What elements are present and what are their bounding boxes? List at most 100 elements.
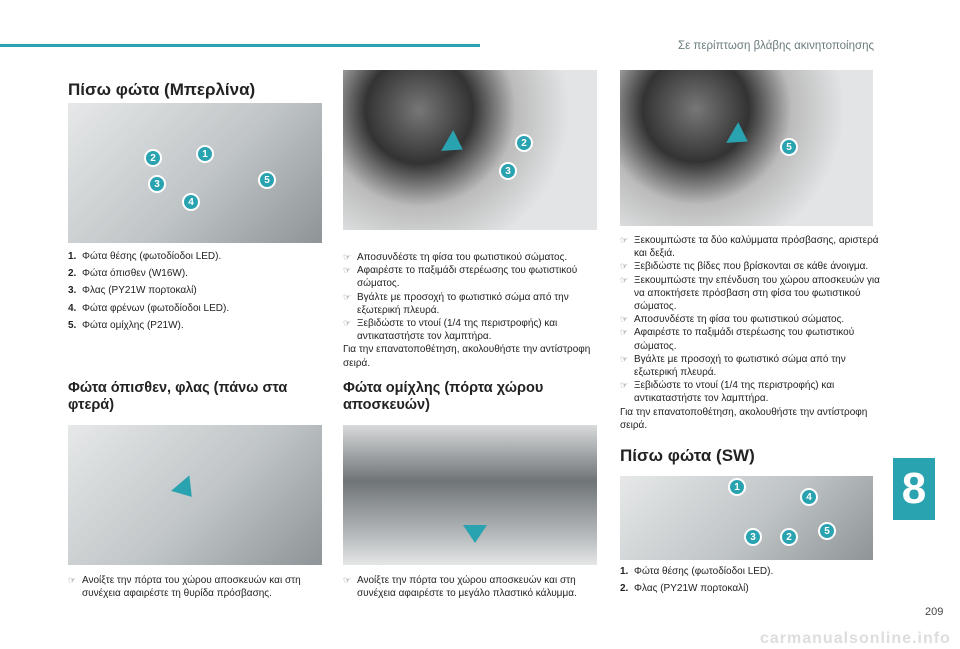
callout-badge: 5 — [258, 171, 276, 189]
item-number: 5. — [68, 319, 77, 331]
pointer-icon: ☞ — [620, 327, 629, 338]
list-item: ☞ Ξεβιδώστε τις βίδες που βρίσκονται σε κ… — [620, 260, 882, 273]
callout-badge: 4 — [182, 193, 200, 211]
chapter-tab: 8 — [893, 458, 935, 520]
list-item: ☞ Ανοίξτε την πόρτα του χώρου αποσκευών κ… — [343, 574, 603, 600]
item-text: Φώτα ομίχλης (P21W). — [82, 319, 184, 331]
step-list: ☞ Ανοίξτε την πόρτα του χώρου αποσκευών κ… — [68, 574, 328, 600]
callout-badge: 3 — [148, 175, 166, 193]
item-text: Ξεβιδώστε τις βίδες που βρίσκονται σε κά… — [634, 261, 869, 273]
boot-access-flap-image — [68, 425, 322, 565]
item-text: Φώτα όπισθεν (W16W). — [82, 268, 188, 280]
item-text: Φώτα θέσης (φωτοδίοδοι LED). — [634, 566, 774, 577]
item-text: Αποσυνδέστε τη φίσα του φωτιστικού σώματ… — [634, 314, 845, 326]
list-item: ☞ Ξεβιδώστε το ντουί (1/4 της περιστροφής… — [343, 317, 603, 343]
rear-light-diagram-image: 1 2 3 4 5 — [68, 103, 322, 243]
header-rule — [0, 44, 480, 47]
callout-badge: 1 — [196, 145, 214, 163]
list-item: ☞ Βγάλτε με προσοχή το φωτιστικό σώμα από… — [620, 353, 882, 379]
item-text: Αποσυνδέστε τη φίσα του φωτιστικού σώματ… — [357, 252, 568, 263]
pointer-icon: ☞ — [343, 291, 352, 302]
item-text: Ξεβιδώστε το ντουί (1/4 της περιστροφής)… — [357, 318, 558, 343]
reassembly-note: Για την επανατοποθέτηση, ακολουθήστε την… — [343, 344, 591, 369]
item-number: 2. — [620, 583, 629, 595]
callout-badge: 3 — [744, 528, 762, 546]
list-item: 2. Φώτα όπισθεν (W16W). — [68, 267, 322, 280]
pointer-icon: ☞ — [343, 575, 352, 585]
pointer-icon: ☞ — [620, 261, 629, 272]
list-item: ☞ Ξεκουμπώστε τα δύο καλύμματα πρόσβασης,… — [620, 234, 882, 260]
item-text: Αφαιρέστε το παξιμάδι στερέωσης του φωτι… — [634, 327, 855, 352]
list-item: ☞ Ανοίξτε την πόρτα του χώρου αποσκευών κ… — [68, 574, 328, 600]
step-list: ☞ Ανοίξτε την πόρτα του χώρου αποσκευών κ… — [343, 574, 603, 600]
list-item: 1. Φώτα θέσης (φωτοδίοδοι LED). — [620, 565, 874, 578]
pointer-icon: ☞ — [343, 265, 352, 276]
arrow-icon — [463, 525, 487, 543]
pointer-icon: ☞ — [620, 353, 629, 364]
bulb-list: 1. Φώτα θέσης (φωτοδίοδοι LED). 2. Φλας (P… — [620, 565, 874, 595]
item-text: Φλας (PY21W πορτοκαλί) — [82, 285, 197, 297]
heading-rear-lights-sw: Πίσω φώτα (SW) — [620, 446, 755, 465]
callout-badge: 4 — [800, 488, 818, 506]
list-item: 5. Φώτα ομίχλης (P21W). — [68, 319, 322, 332]
page-number: 209 — [925, 606, 944, 618]
step-list: ☞ Ξεκουμπώστε τα δύο καλύμματα πρόσβασης,… — [620, 234, 882, 432]
item-number: 1. — [68, 251, 77, 262]
heading-reversing-lights: Φώτα όπισθεν, φλας (πάνω στα φτερά) — [68, 380, 288, 413]
heading-fog-lights: Φώτα ομίχλης (πόρτα χώρου αποσκευών) — [343, 380, 544, 413]
callout-badge: 2 — [144, 149, 162, 167]
item-text: Φώτα θέσης (φωτοδίοδοι LED). — [82, 251, 222, 262]
item-text: Ανοίξτε την πόρτα του χώρου αποσκευών κα… — [82, 575, 301, 600]
arrow-icon — [171, 475, 201, 505]
item-text: Βγάλτε με προσοχή το φωτιστικό σώμα από … — [357, 291, 569, 316]
pointer-icon: ☞ — [620, 274, 629, 285]
callout-badge: 5 — [818, 522, 836, 540]
section-title: Σε περίπτωση βλάβης ακινητοποίησης — [678, 40, 875, 52]
list-item: ☞ Αφαιρέστε το παξιμάδι στερέωσης του φωτ… — [620, 326, 882, 352]
item-number: 1. — [620, 566, 629, 577]
item-text: Ξεβιδώστε το ντουί (1/4 της περιστροφής)… — [634, 380, 835, 405]
watermark: carmanualsonline.info — [760, 630, 951, 647]
pointer-icon: ☞ — [620, 235, 629, 245]
item-text: Αφαιρέστε το παξιμάδι στερέωσης του φωτι… — [357, 265, 578, 290]
item-text: Ξεκουμπώστε την επένδυση του χώρου αποσκ… — [634, 274, 880, 313]
arrow-icon — [726, 122, 754, 152]
item-text: Φώτα φρένων (φωτοδίοδοι LED). — [82, 302, 230, 314]
pointer-icon: ☞ — [68, 575, 77, 585]
item-text: Ανοίξτε την πόρτα του χώρου αποσκευών κα… — [357, 575, 577, 600]
list-item: ☞ Ξεβιδώστε το ντουί (1/4 της περιστροφής… — [620, 379, 882, 405]
list-item: 4. Φώτα φρένων (φωτοδίοδοι LED). — [68, 302, 322, 315]
list-item: 2. Φλας (PY21W πορτοκαλί) — [620, 582, 874, 595]
pointer-icon: ☞ — [620, 380, 629, 391]
heading-rear-lights-sedan: Πίσω φώτα (Μπερλίνα) — [68, 80, 256, 99]
callout-badge: 2 — [515, 134, 533, 152]
fog-lamp-removal-image: 5 — [620, 70, 873, 226]
list-item: ☞ Αφαιρέστε το παξιμάδι στερέωσης του φωτ… — [343, 264, 603, 290]
item-text: Φλας (PY21W πορτοκαλί) — [634, 583, 749, 595]
callout-badge: 2 — [780, 528, 798, 546]
list-item: ☞ Ξεκουμπώστε την επένδυση του χώρου αποσ… — [620, 274, 882, 314]
callout-badge: 5 — [780, 138, 798, 156]
pointer-icon: ☞ — [343, 318, 352, 329]
item-number: 3. — [68, 285, 77, 297]
callout-badge: 1 — [728, 478, 746, 496]
list-item: ☞ Αποσυνδέστε τη φίσα του φωτιστικού σώμα… — [620, 313, 882, 326]
reassembly-note: Για την επανατοποθέτηση, ακολουθήστε την… — [620, 406, 868, 431]
tailgate-cover-image — [343, 425, 597, 565]
item-text: Βγάλτε με προσοχή το φωτιστικό σώμα από … — [634, 353, 846, 379]
sw-rear-light-image: 1 4 3 2 5 — [620, 476, 873, 560]
list-item: 3. Φλας (PY21W πορτοκαλί) — [68, 284, 322, 297]
list-item: 1. Φώτα θέσης (φωτοδίοδοι LED). — [68, 250, 322, 263]
step-list: ☞ Αποσυνδέστε τη φίσα του φωτιστικού σώμα… — [343, 251, 603, 370]
arrow-icon — [441, 130, 469, 160]
lamp-unit-removal-image: 2 3 — [343, 70, 597, 230]
pointer-icon: ☞ — [343, 252, 352, 262]
item-text: Ξεκουμπώστε τα δύο καλύμματα πρόσβασης, … — [634, 235, 879, 260]
pointer-icon: ☞ — [620, 314, 629, 325]
item-number: 2. — [68, 268, 77, 280]
item-number: 4. — [68, 302, 77, 314]
list-item: ☞ Βγάλτε με προσοχή το φωτιστικό σώμα από… — [343, 291, 603, 317]
callout-badge: 3 — [499, 162, 517, 180]
list-item: ☞ Αποσυνδέστε τη φίσα του φωτιστικού σώμα… — [343, 251, 603, 264]
bulb-list: 1. Φώτα θέσης (φωτοδίοδοι LED). 2. Φώτα όπ… — [68, 250, 322, 332]
